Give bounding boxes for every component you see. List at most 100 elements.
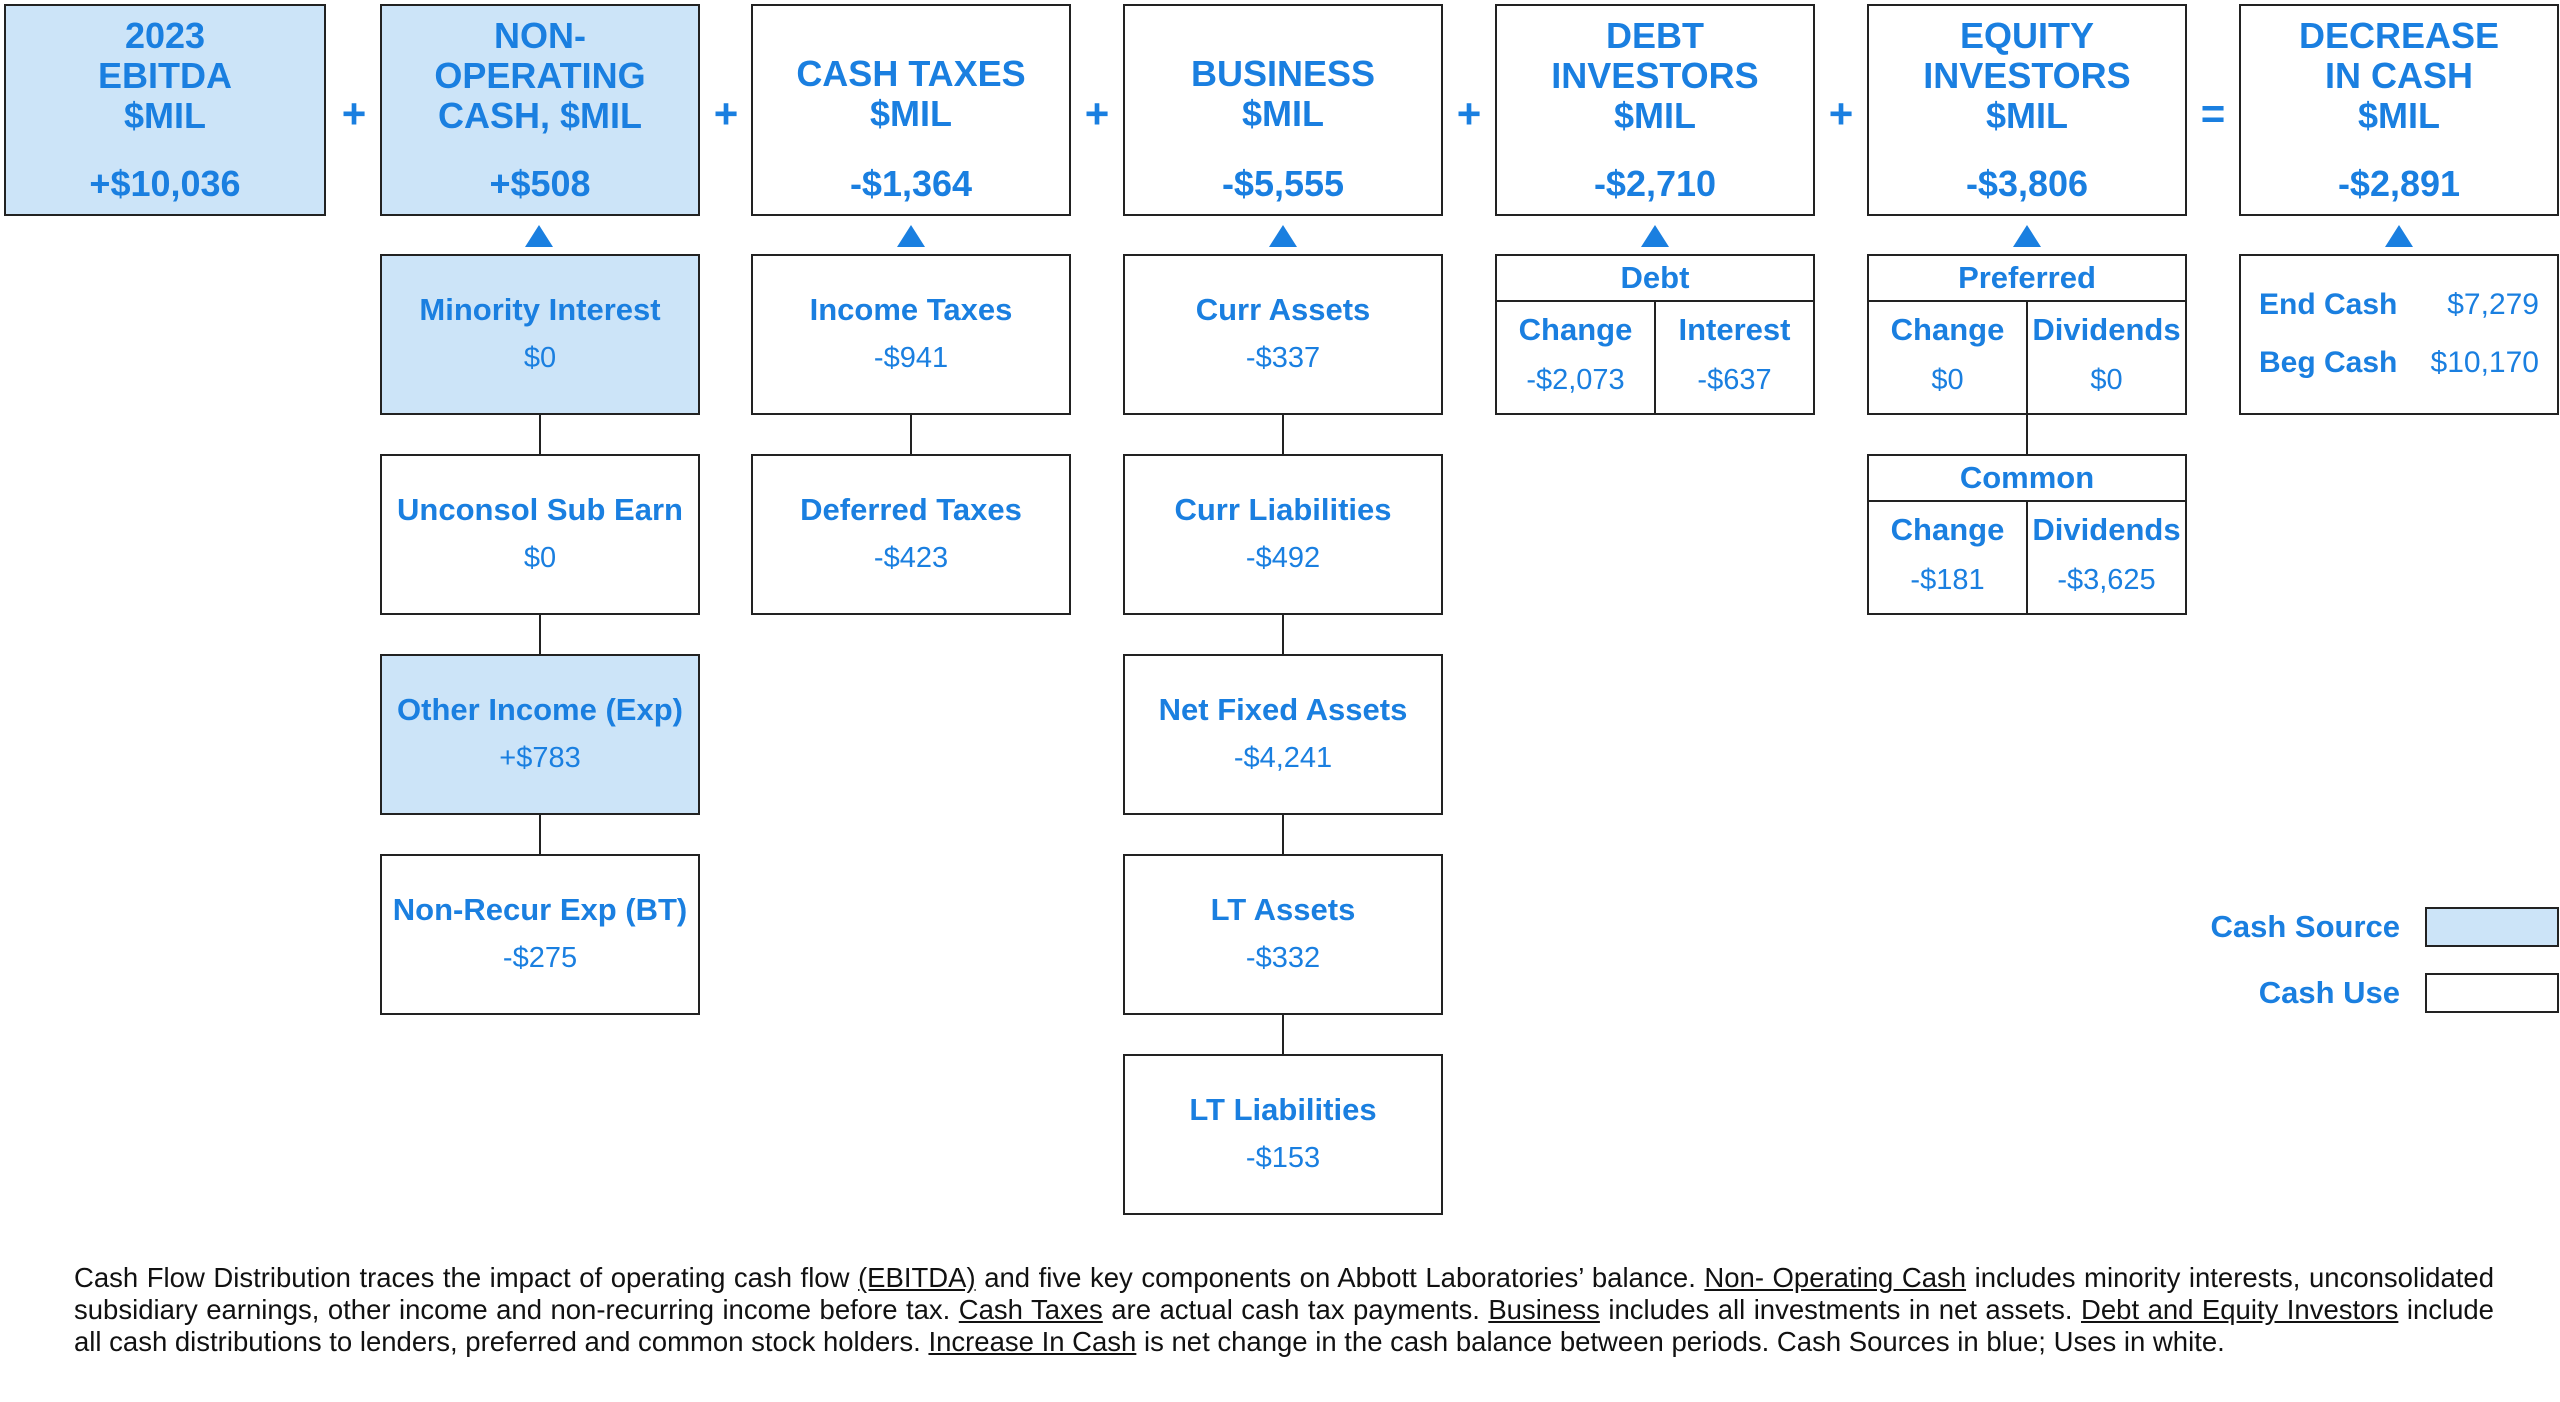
header-business-title: BUSINESS $MIL xyxy=(1190,53,1376,134)
common-dividends-label: Dividends xyxy=(2032,512,2181,547)
header-cash-taxes: CASH TAXES $MIL -$1,364 xyxy=(751,4,1071,216)
header-business: BUSINESS $MIL -$5,555 xyxy=(1123,4,1443,216)
footer-text: Cash Flow Distribution traces the impact… xyxy=(74,1262,859,1293)
common-dividends-cell: Dividends -$3,625 xyxy=(2026,502,2187,615)
income-taxes-value: -$941 xyxy=(873,342,949,374)
curr-assets-value: -$337 xyxy=(1245,342,1321,374)
debt-change-label: Change xyxy=(1518,312,1633,347)
minority-interest-label: Minority Interest xyxy=(419,292,661,327)
curr-assets-label: Curr Assets xyxy=(1195,292,1371,327)
non-recur-exp-value: -$275 xyxy=(502,942,578,974)
legend-use-swatch xyxy=(2425,973,2559,1013)
preferred-dividends-cell: Dividends $0 xyxy=(2026,302,2187,415)
end-cash-label: End Cash xyxy=(2259,288,2398,321)
common-change-cell: Change -$181 xyxy=(1867,502,2028,615)
net-fixed-assets-box: Net Fixed Assets -$4,241 xyxy=(1123,654,1443,815)
debt-interest-label: Interest xyxy=(1678,312,1791,347)
plus-operator: + xyxy=(1456,90,1482,137)
curr-liabilities-value: -$492 xyxy=(1245,542,1321,574)
lt-assets-box: LT Assets -$332 xyxy=(1123,854,1443,1015)
footer-term-ebitda: (EBITDA) xyxy=(858,1262,976,1293)
common-change-value: -$181 xyxy=(1910,564,1985,596)
header-debt-investors-title: DEBT INVESTORS $MIL xyxy=(1551,15,1759,136)
connector-line xyxy=(1282,615,1284,654)
deferred-taxes-value: -$423 xyxy=(873,542,949,574)
debt-change-cell: Change -$2,073 xyxy=(1495,302,1656,415)
connector-line xyxy=(1282,1015,1284,1054)
beg-cash-value: $10,170 xyxy=(2430,346,2539,379)
header-debt-investors-value: -$2,710 xyxy=(1593,163,1717,204)
footer-term-business: Business xyxy=(1488,1294,1600,1325)
deferred-taxes-box: Deferred Taxes -$423 xyxy=(751,454,1071,615)
header-equity-investors-value: -$3,806 xyxy=(1965,163,2089,204)
other-income-label: Other Income (Exp) xyxy=(397,692,683,727)
unconsol-sub-earn-box: Unconsol Sub Earn $0 xyxy=(380,454,700,615)
curr-liabilities-label: Curr Liabilities xyxy=(1174,492,1392,527)
header-cash-taxes-title: CASH TAXES $MIL xyxy=(796,53,1026,134)
header-non-operating: NON- OPERATING CASH, $MIL +$508 xyxy=(380,4,700,216)
footer-term-cash-taxes: Cash Taxes xyxy=(958,1294,1103,1325)
connector-line xyxy=(1282,415,1284,454)
up-arrow-icon xyxy=(525,225,553,247)
connector-line xyxy=(1282,815,1284,854)
footer-term-increase-cash: Increase In Cash xyxy=(928,1326,1137,1357)
preferred-change-cell: Change $0 xyxy=(1867,302,2028,415)
beg-cash-label: Beg Cash xyxy=(2259,346,2398,379)
lt-liabilities-box: LT Liabilities -$153 xyxy=(1123,1054,1443,1215)
footer-term-non-operating: Non- Operating Cash xyxy=(1704,1262,1967,1293)
lt-liabilities-label: LT Liabilities xyxy=(1189,1092,1377,1127)
description-text: Cash Flow Distribution traces the impact… xyxy=(74,1262,2494,1358)
legend-source-swatch xyxy=(2425,907,2559,947)
income-taxes-label: Income Taxes xyxy=(809,292,1013,327)
connector-line xyxy=(910,415,912,454)
income-taxes-box: Income Taxes -$941 xyxy=(751,254,1071,415)
curr-liabilities-box: Curr Liabilities -$492 xyxy=(1123,454,1443,615)
footer-text: and five key components on Abbott Labora… xyxy=(975,1262,1705,1293)
preferred-header: Preferred xyxy=(1867,254,2187,302)
footer-text: are actual cash tax payments. xyxy=(1102,1294,1489,1325)
debt-interest-value: -$637 xyxy=(1697,364,1772,396)
up-arrow-icon xyxy=(1641,225,1669,247)
footer-text: includes all investments in net assets. xyxy=(1599,1294,2082,1325)
preferred-dividends-value: $0 xyxy=(2090,364,2123,396)
plus-operator: + xyxy=(713,90,739,137)
up-arrow-icon xyxy=(897,225,925,247)
footer-term-investors: Debt and Equity Investors xyxy=(2081,1294,2399,1325)
minority-interest-box: Minority Interest $0 xyxy=(380,254,700,415)
header-decrease-in-cash-title: DECREASE IN CASH $MIL xyxy=(2298,15,2500,136)
header-equity-investors-title: EQUITY INVESTORS $MIL xyxy=(1923,15,2131,136)
up-arrow-icon xyxy=(1269,225,1297,247)
curr-assets-box: Curr Assets -$337 xyxy=(1123,254,1443,415)
legend-source-label: Cash Source xyxy=(2210,909,2400,944)
lt-assets-label: LT Assets xyxy=(1210,892,1356,927)
header-ebitda-title: 2023 EBITDA $MIL xyxy=(98,15,232,136)
plus-operator: + xyxy=(1828,90,1854,137)
header-ebitda: 2023 EBITDA $MIL +$10,036 xyxy=(4,4,326,216)
footer-text: is net change in the cash balance betwee… xyxy=(1136,1326,2225,1357)
header-decrease-in-cash: DECREASE IN CASH $MIL -$2,891 xyxy=(2239,4,2559,216)
unconsol-sub-earn-label: Unconsol Sub Earn xyxy=(397,492,683,527)
header-debt-investors: DEBT INVESTORS $MIL -$2,710 xyxy=(1495,4,1815,216)
up-arrow-icon xyxy=(2013,225,2041,247)
header-business-value: -$5,555 xyxy=(1221,163,1345,204)
connector-line xyxy=(539,415,541,454)
header-ebitda-value: +$10,036 xyxy=(89,163,241,204)
connector-line xyxy=(539,815,541,854)
unconsol-sub-earn-value: $0 xyxy=(523,542,557,574)
deferred-taxes-label: Deferred Taxes xyxy=(800,492,1022,527)
header-non-operating-title: NON- OPERATING CASH, $MIL xyxy=(434,15,646,136)
debt-interest-cell: Interest -$637 xyxy=(1654,302,1815,415)
cash-balance-box: End Cash $7,279 Beg Cash $10,170 xyxy=(2239,254,2559,415)
header-cash-taxes-value: -$1,364 xyxy=(849,163,973,204)
connector-line xyxy=(539,615,541,654)
other-income-value: +$783 xyxy=(499,742,581,774)
net-fixed-assets-label: Net Fixed Assets xyxy=(1158,692,1408,727)
common-header: Common xyxy=(1867,454,2187,502)
footer-text: includes minority interests, unconsolida… xyxy=(74,1262,2494,1325)
equals-operator: = xyxy=(2200,90,2226,137)
minority-interest-value: $0 xyxy=(523,342,557,374)
preferred-change-value: $0 xyxy=(1931,364,1964,396)
common-change-label: Change xyxy=(1890,512,2005,547)
end-cash-value: $7,279 xyxy=(2447,288,2539,321)
plus-operator: + xyxy=(341,90,367,137)
